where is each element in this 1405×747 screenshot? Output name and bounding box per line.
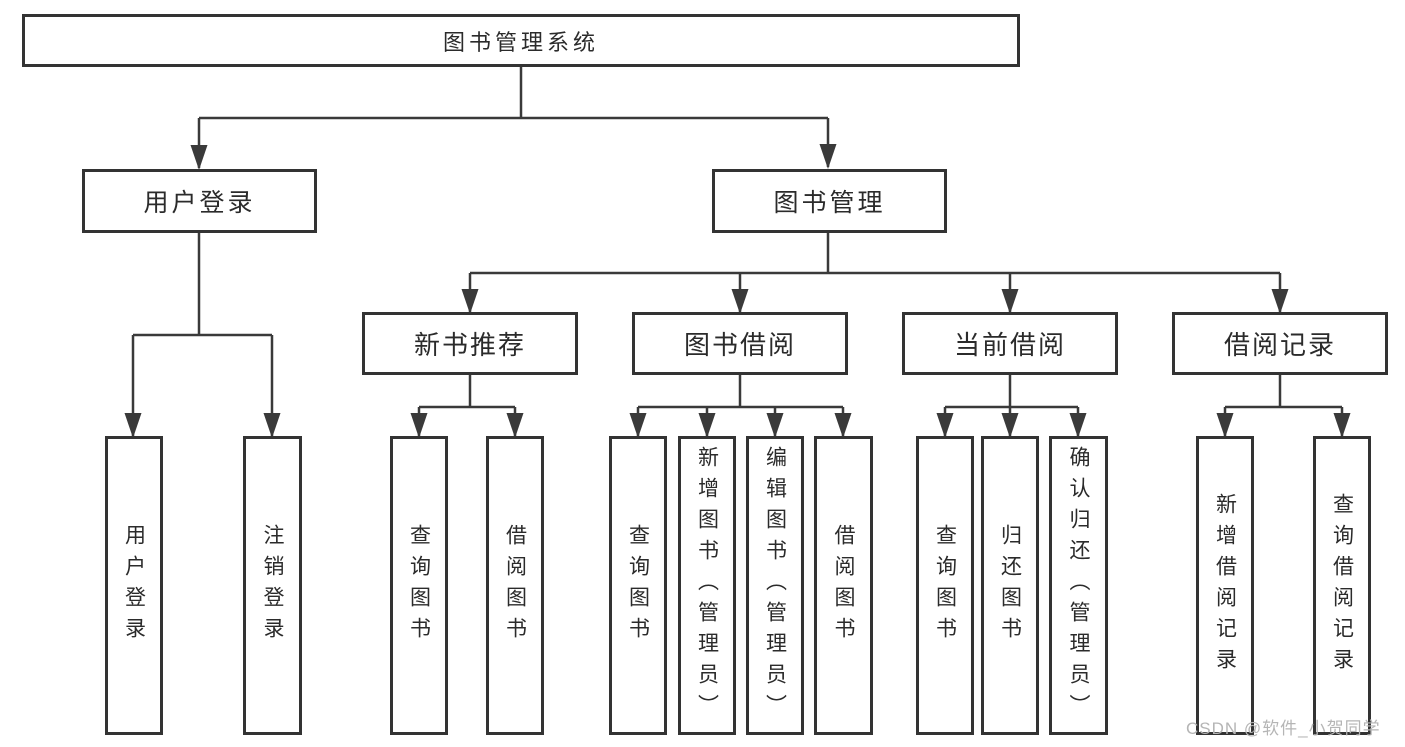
node-label: 新增图书（管理员） [695, 446, 719, 725]
leaf-borrow-edit-books-admin: 编辑图书（管理员） [746, 436, 804, 735]
leaf-recommend-borrow-books: 借阅图书 [486, 436, 544, 735]
node-label: 用户登录 [143, 189, 256, 217]
connector-book-borrow-to-leaves [629, 375, 852, 438]
leaf-borrow-query-books: 查询图书 [609, 436, 667, 735]
arrow-down-icon [461, 289, 479, 314]
arrow-down-icon [1069, 413, 1087, 438]
leaf-records-query-record: 查询借阅记录 [1313, 436, 1371, 735]
arrow-down-icon [263, 413, 281, 438]
node-label: 确认归还（管理员） [1067, 446, 1090, 725]
leaf-user-login: 用户登录 [105, 436, 163, 735]
arrow-down-icon [698, 413, 716, 438]
connector-book-management-to-level3 [461, 233, 1289, 314]
node-book-borrow: 图书借阅 [632, 312, 848, 375]
arrow-down-icon [766, 413, 784, 438]
node-label: 新书推荐 [413, 330, 526, 360]
arrow-down-icon [190, 145, 208, 170]
arrow-down-icon [1216, 413, 1234, 438]
node-label: 图书管理系统 [442, 29, 599, 55]
leaf-borrow-add-books-admin: 新增图书（管理员） [678, 436, 736, 735]
arrow-down-icon [834, 413, 852, 438]
node-label: 查询图书 [407, 523, 431, 648]
csdn-watermark: CSDN @软件_小贺同学 [1186, 719, 1381, 738]
node-new-book-recommend: 新书推荐 [362, 312, 578, 375]
arrow-down-icon [410, 413, 428, 438]
node-label: 借阅图书 [503, 523, 527, 648]
leaf-borrow-borrow-books: 借阅图书 [814, 436, 873, 735]
node-label: 查询图书 [933, 523, 957, 648]
node-label: 归还图书 [998, 523, 1022, 648]
leaf-current-confirm-return-admin: 确认归还（管理员） [1049, 436, 1108, 735]
connector-new-book-recommend-to-leaves [410, 375, 524, 438]
node-borrow-records: 借阅记录 [1172, 312, 1388, 375]
connector-root-to-level2 [190, 67, 837, 170]
arrow-down-icon [819, 144, 837, 169]
connector-current-borrow-to-leaves [936, 375, 1087, 438]
node-label: 图书借阅 [683, 330, 796, 360]
arrow-down-icon [1001, 289, 1019, 314]
connector-user-login-to-leaves [124, 233, 281, 438]
node-current-borrow: 当前借阅 [902, 312, 1118, 375]
arrow-down-icon [1333, 413, 1351, 438]
node-label: 新增借阅记录 [1213, 492, 1237, 679]
node-label: 用户登录 [122, 523, 146, 648]
arrow-down-icon [1271, 289, 1289, 314]
arrow-down-icon [629, 413, 647, 438]
node-label: 查询借阅记录 [1330, 492, 1354, 679]
node-label: 当前借阅 [953, 330, 1066, 360]
arrow-down-icon [1001, 413, 1019, 438]
node-book-management: 图书管理 [712, 169, 947, 233]
leaf-logout: 注销登录 [243, 436, 302, 735]
arrow-down-icon [506, 413, 524, 438]
node-label: 编辑图书（管理员） [763, 446, 787, 725]
node-label: 图书管理 [773, 189, 886, 217]
arrow-down-icon [731, 289, 749, 314]
leaf-current-return-books: 归还图书 [981, 436, 1039, 735]
node-user-login: 用户登录 [82, 169, 317, 233]
node-root-system: 图书管理系统 [22, 14, 1020, 67]
leaf-recommend-query-books: 查询图书 [390, 436, 448, 735]
leaf-records-add-record: 新增借阅记录 [1196, 436, 1254, 735]
node-label: 查询图书 [626, 523, 650, 648]
node-label: 注销登录 [261, 523, 284, 648]
node-label: 借阅记录 [1223, 330, 1336, 360]
arrow-down-icon [124, 413, 142, 438]
connector-borrow-records-to-leaves [1216, 375, 1351, 438]
leaf-current-query-books: 查询图书 [916, 436, 974, 735]
node-label: 借阅图书 [832, 523, 855, 648]
arrow-down-icon [936, 413, 954, 438]
